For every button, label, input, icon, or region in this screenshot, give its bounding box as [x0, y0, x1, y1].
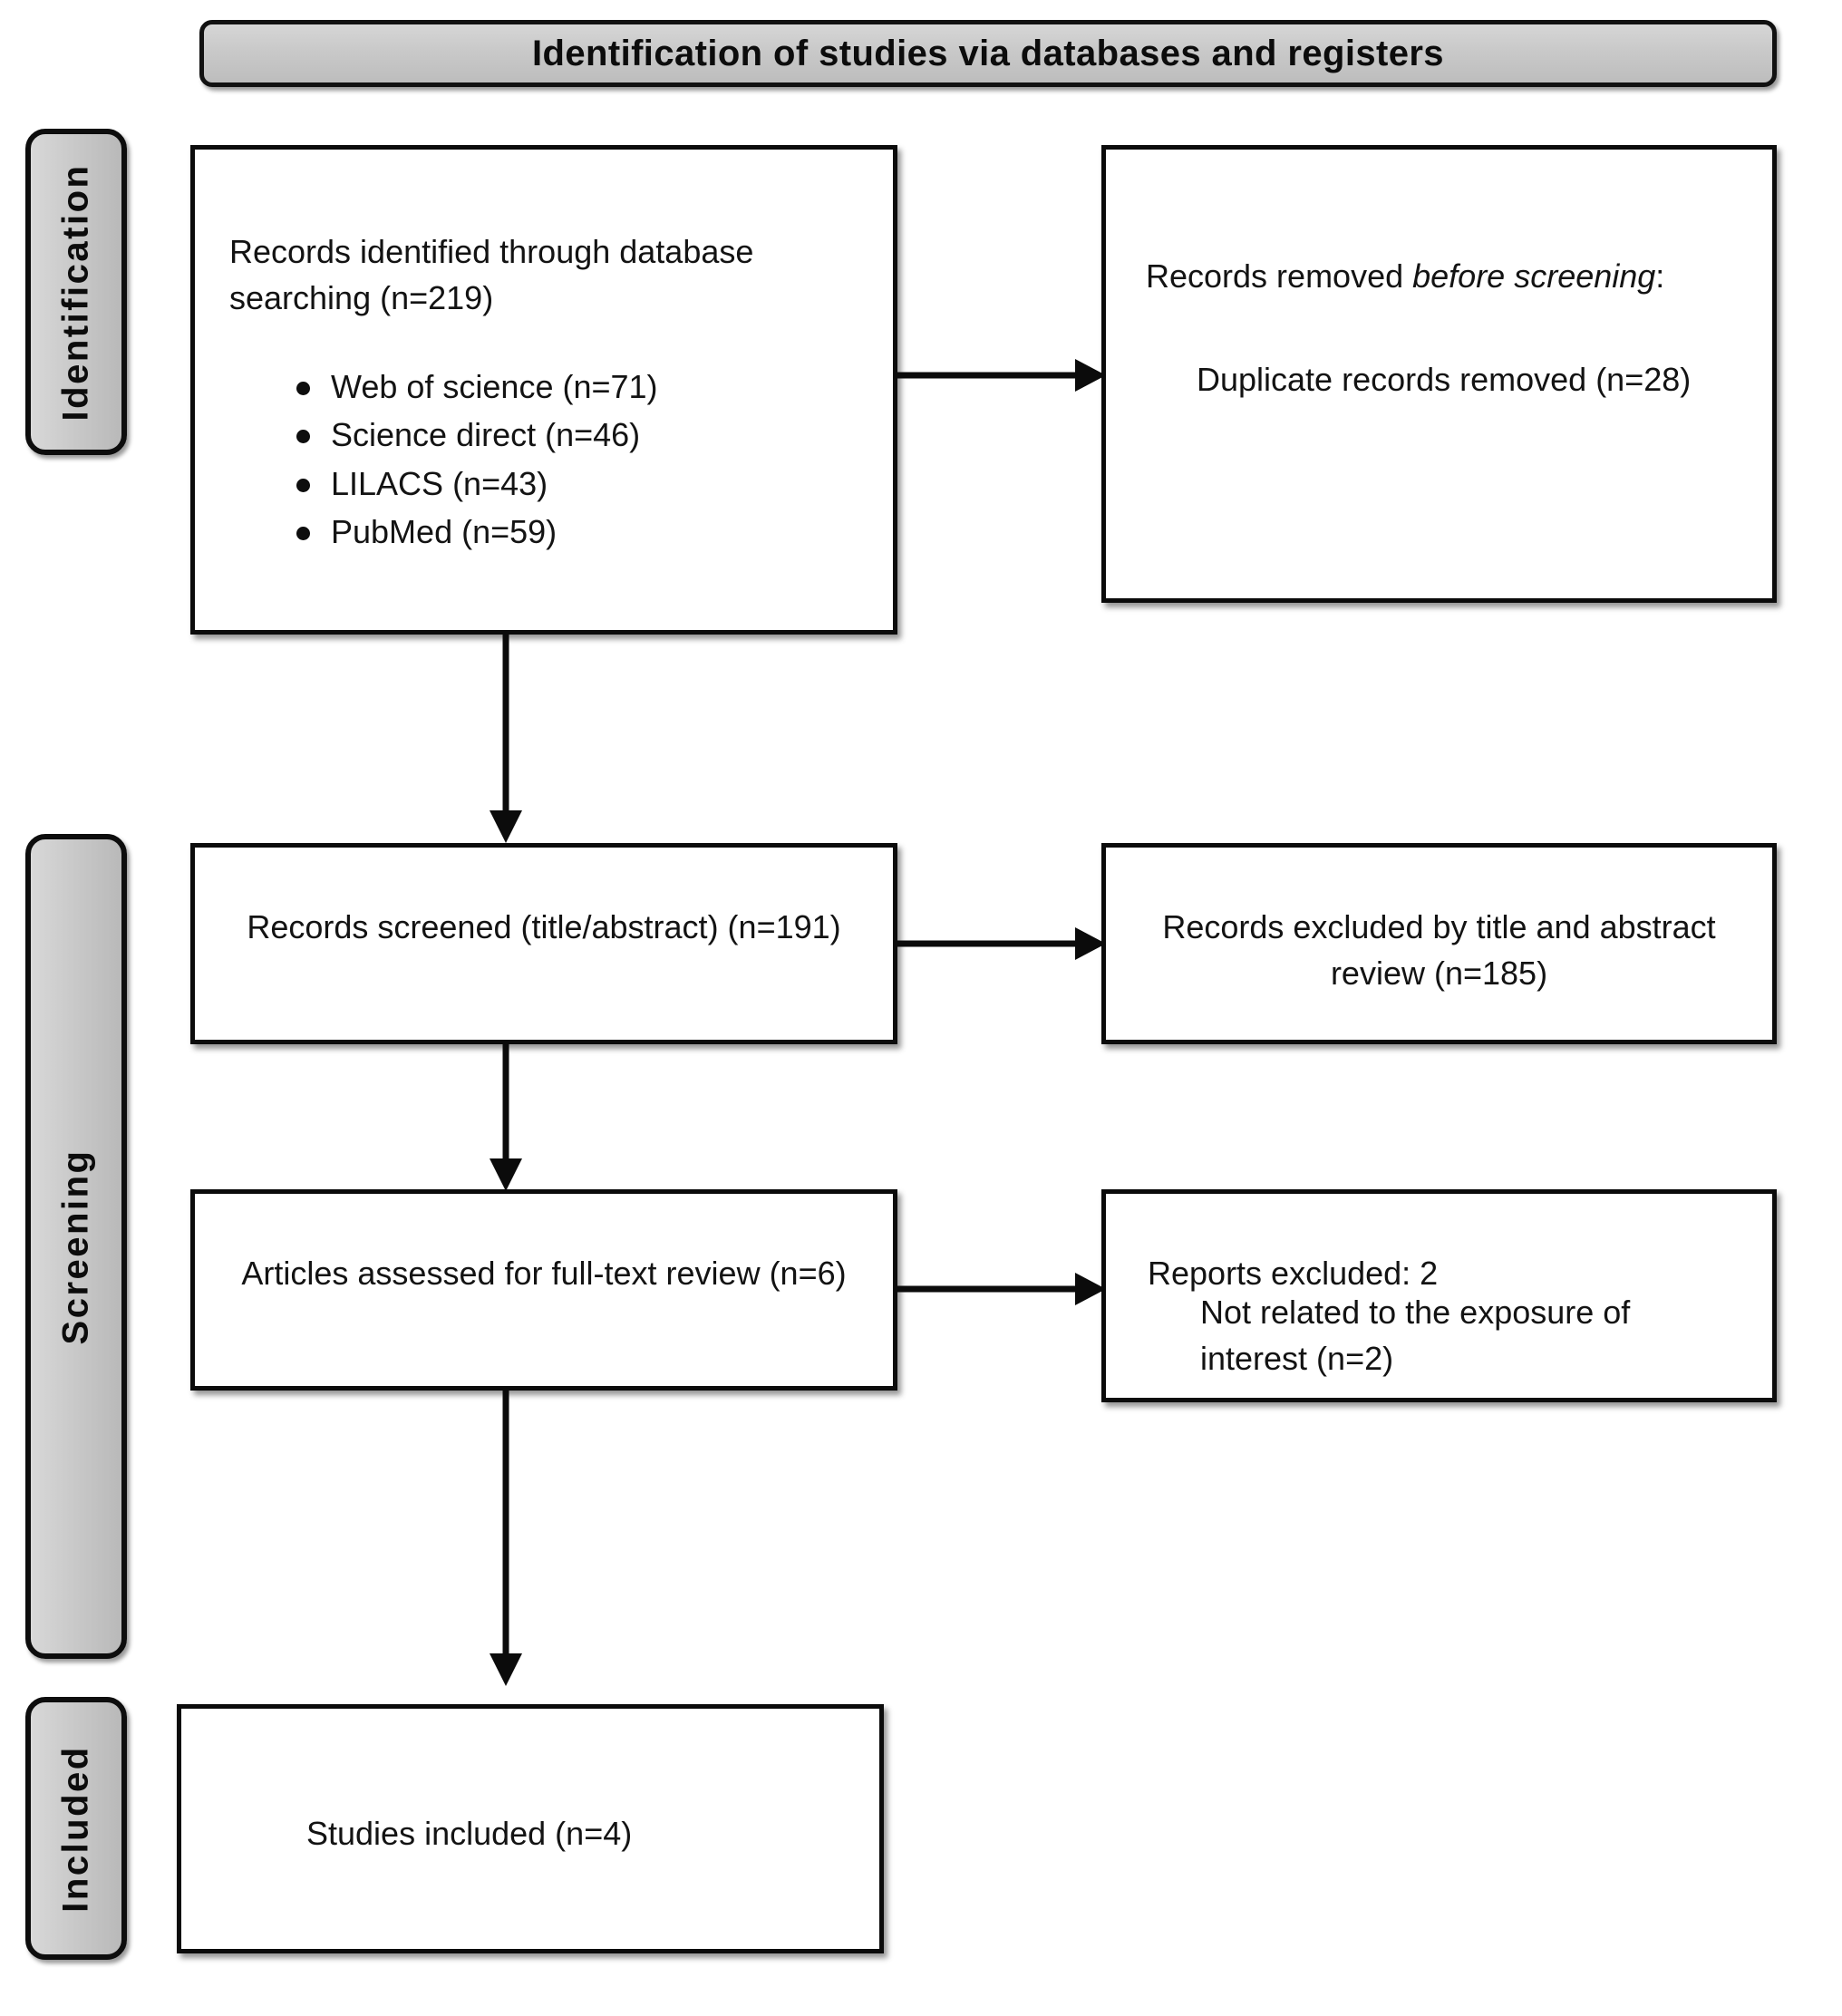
duplicate-records-removed-detail: Duplicate records removed (n=28) [1197, 361, 1692, 398]
articles-fulltext-review-text: Articles assessed for full-text review (… [241, 1255, 847, 1292]
records-removed-heading: Records removed before screening: [1106, 253, 1772, 299]
records-screened-text: Records screened (title/abstract) (n=191… [247, 908, 841, 945]
diagram-header-banner: Identification of studies via databases … [199, 20, 1777, 87]
stage-label-identification-text: Identification [55, 163, 96, 421]
arrow-identified-to-removed [896, 355, 1106, 395]
box-records-identified: Records identified through database sear… [190, 145, 897, 635]
diagram-title: Identification of studies via databases … [532, 33, 1444, 73]
records-identified-heading: Records identified through database sear… [229, 233, 754, 317]
box-records-screened: Records screened (title/abstract) (n=191… [190, 843, 897, 1044]
records-removed-heading-suffix: : [1655, 257, 1665, 295]
list-item: LILACS (n=43) [293, 460, 858, 508]
box-records-excluded-title-abstract: Records excluded by title and abstract r… [1101, 843, 1777, 1044]
records-excluded-title-abstract-text: Records excluded by title and abstract r… [1162, 908, 1716, 993]
list-item: Science direct (n=46) [293, 411, 858, 459]
stage-label-screening-text: Screening [55, 1149, 96, 1344]
box-reports-excluded: Reports excluded: 2 Not related to the e… [1101, 1189, 1777, 1402]
list-item: Web of science (n=71) [293, 363, 858, 411]
reports-excluded-heading: Reports excluded: 2 [1148, 1255, 1439, 1292]
stage-label-included-text: Included [55, 1744, 96, 1913]
reports-excluded-detail: Not related to the exposure of interest … [1200, 1294, 1631, 1378]
box-records-removed: Records removed before screening: Duplic… [1101, 145, 1777, 603]
arrow-identified-to-screened [484, 635, 528, 845]
arrow-screened-to-fulltext [484, 1042, 528, 1193]
stage-label-identification: Identification [25, 129, 127, 455]
records-removed-heading-italic: before screening [1412, 257, 1656, 295]
arrow-fulltext-to-included [484, 1389, 528, 1688]
arrow-screened-to-excluded [896, 924, 1106, 964]
stage-label-screening: Screening [25, 834, 127, 1659]
box-articles-fulltext-review: Articles assessed for full-text review (… [190, 1189, 897, 1391]
box-studies-included: Studies included (n=4) [177, 1704, 884, 1953]
stage-label-included: Included [25, 1697, 127, 1960]
database-source-list: Web of science (n=71) Science direct (n=… [195, 363, 893, 556]
studies-included-text: Studies included (n=4) [306, 1815, 633, 1852]
arrow-fulltext-to-reports-excluded [896, 1269, 1106, 1309]
list-item: PubMed (n=59) [293, 508, 858, 556]
records-removed-heading-prefix: Records removed [1146, 257, 1413, 295]
